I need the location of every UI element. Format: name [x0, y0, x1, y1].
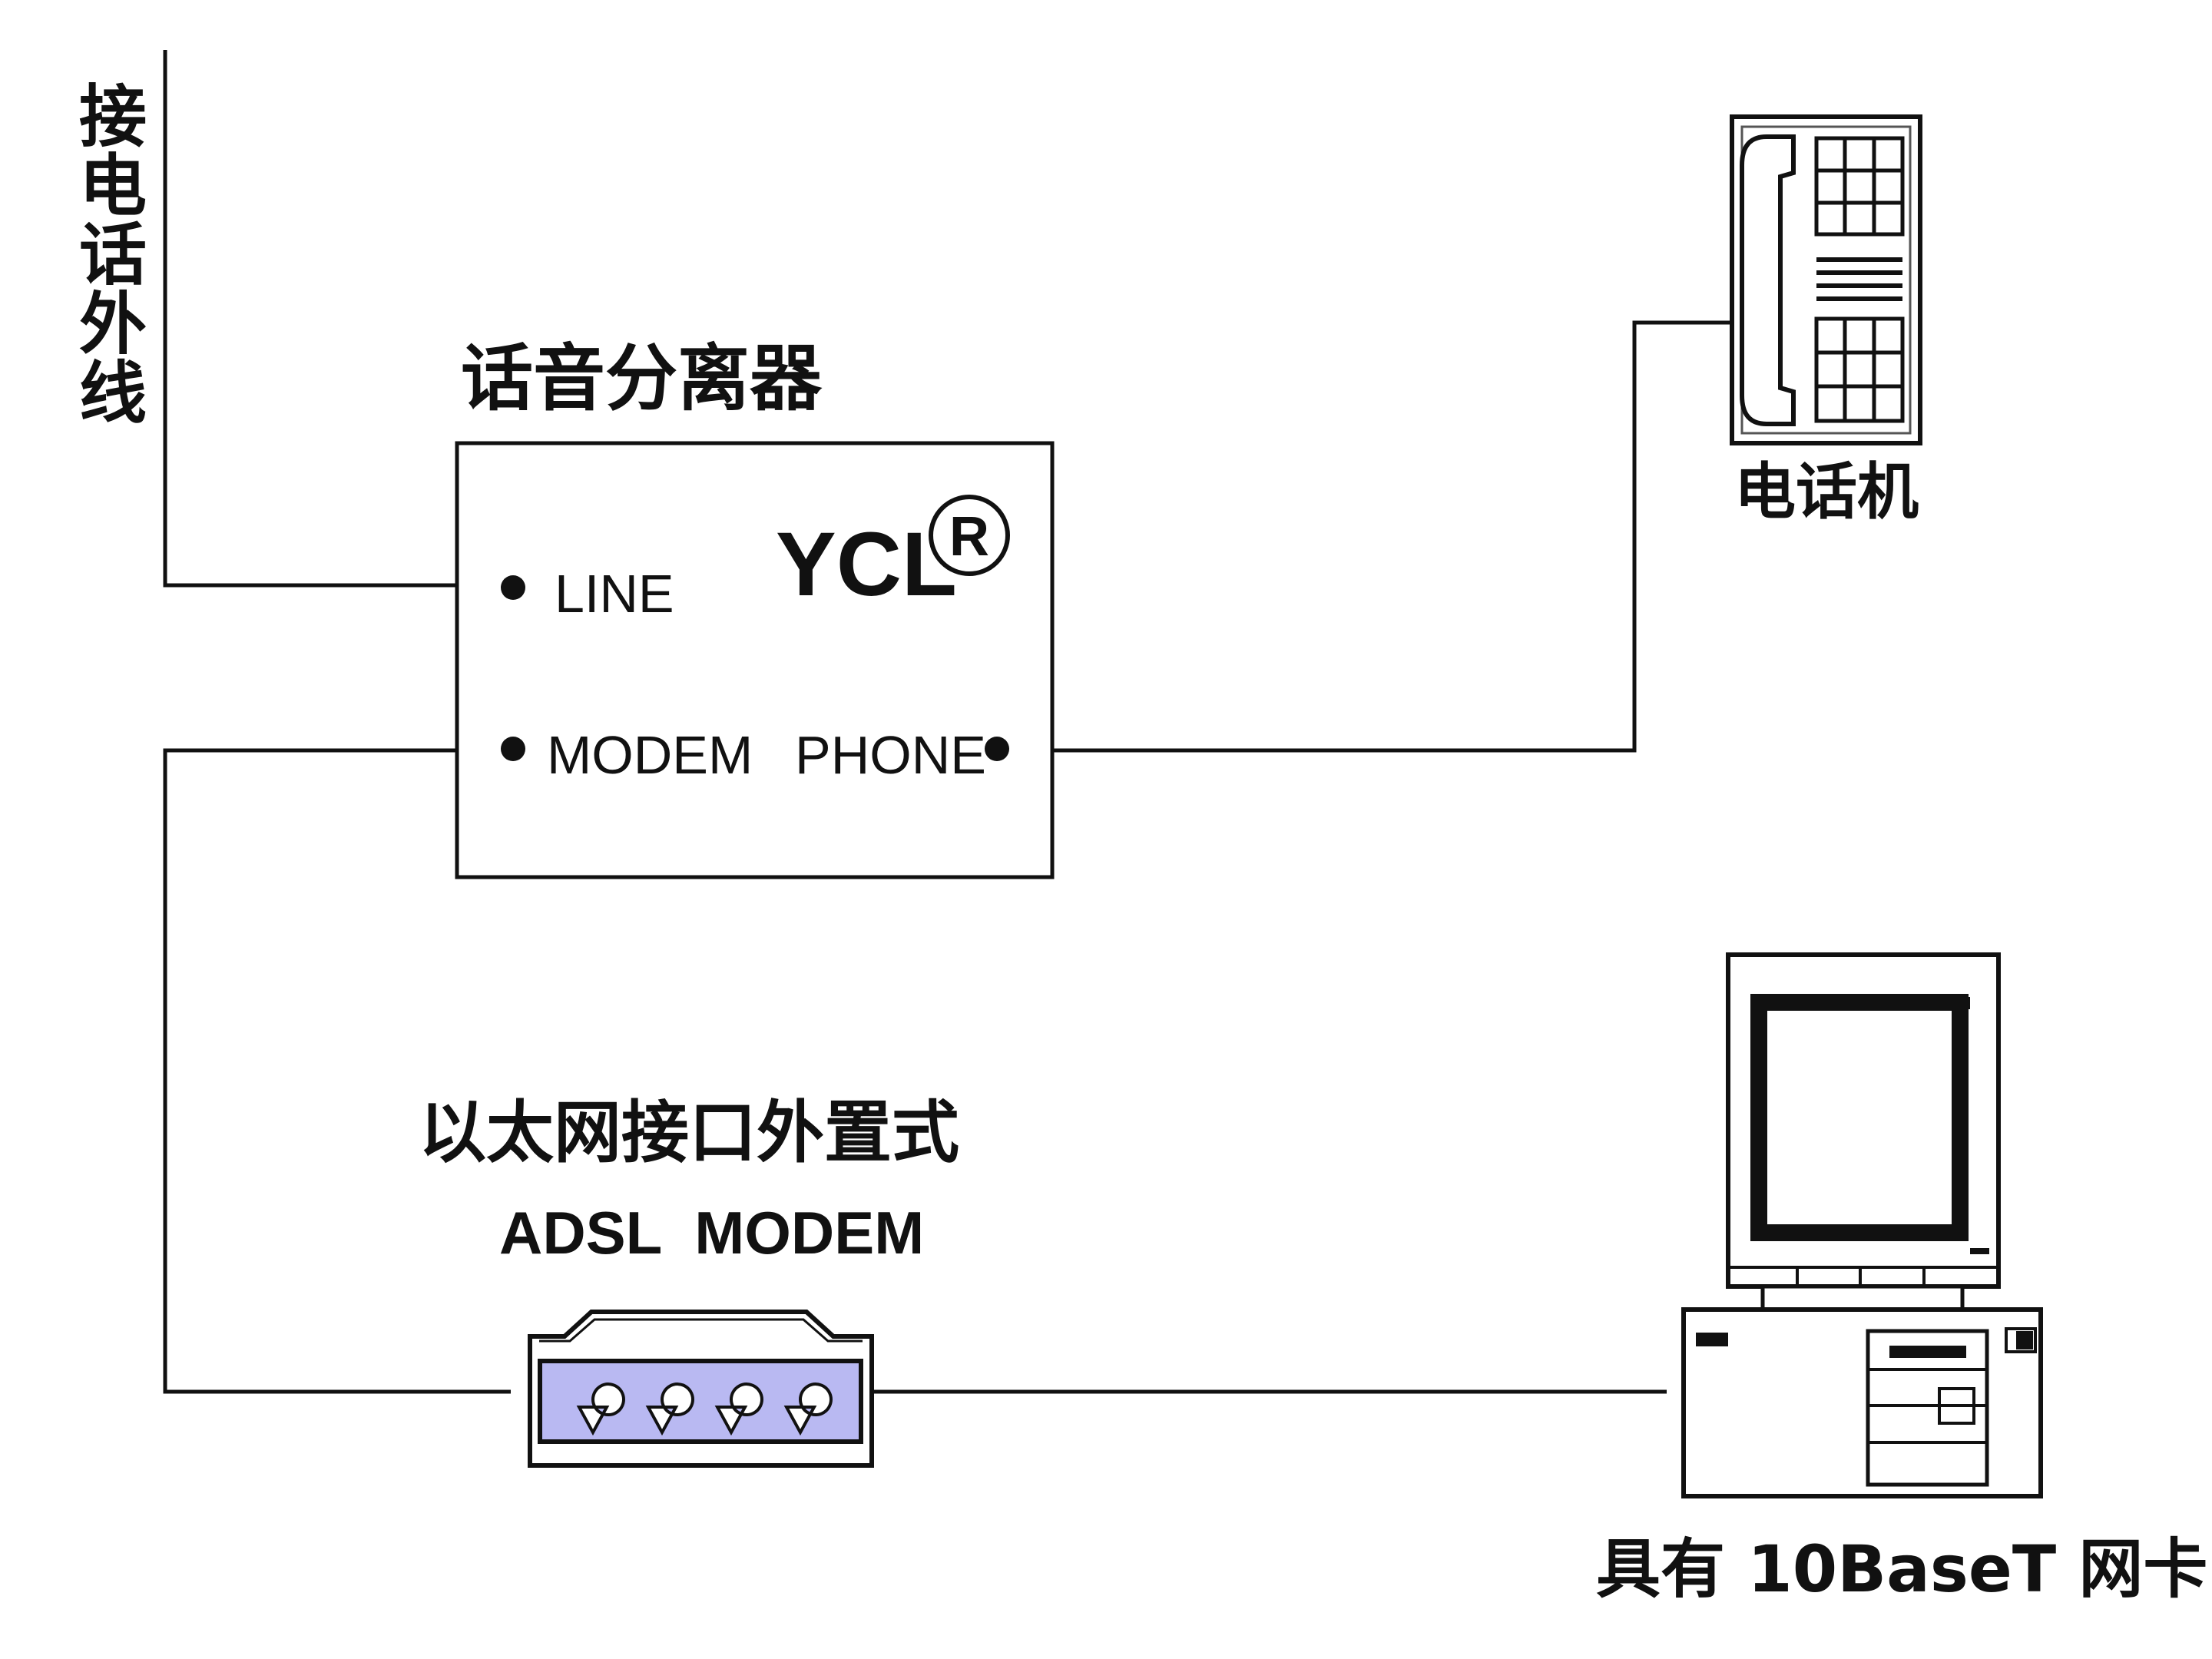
wire-splitter-to-modem [163, 748, 511, 1394]
monitor-screen [1750, 994, 1969, 1241]
brand-name: YCL [776, 514, 957, 615]
splitter-label: 话音分离器 [461, 337, 823, 421]
registered-mark-letter: R [949, 506, 989, 568]
phone-line-label: 接电话外线 [68, 81, 147, 426]
modem-title: 以太网接口外置式 [419, 1093, 959, 1172]
phone-port-dot [985, 737, 1009, 761]
modem-subtitle: ADSL MODEM [499, 1199, 924, 1267]
line-port-label: LINE [555, 564, 674, 624]
modem-port-dot [501, 737, 525, 761]
splitter-box [455, 441, 1055, 879]
registered-mark-ring [929, 495, 1010, 576]
wire-phone-line-to-splitter [163, 50, 457, 588]
computer-label: 具有 10BaseT 网卡 [1596, 1532, 2207, 1607]
connection-lines [163, 50, 1732, 1394]
modem-port-label: MODEM [547, 725, 753, 785]
modem-indicator-lights [576, 1382, 833, 1436]
adsl-modem-icon [528, 1310, 874, 1468]
telephone-icon [1730, 114, 1922, 445]
line-port-dot [501, 575, 525, 600]
wire-splitter-to-telephone [1052, 320, 1732, 753]
phone-port-label: PHONE [795, 725, 986, 785]
telephone-label: 电话机 [1734, 456, 1919, 528]
computer-icon [1681, 952, 2043, 1498]
